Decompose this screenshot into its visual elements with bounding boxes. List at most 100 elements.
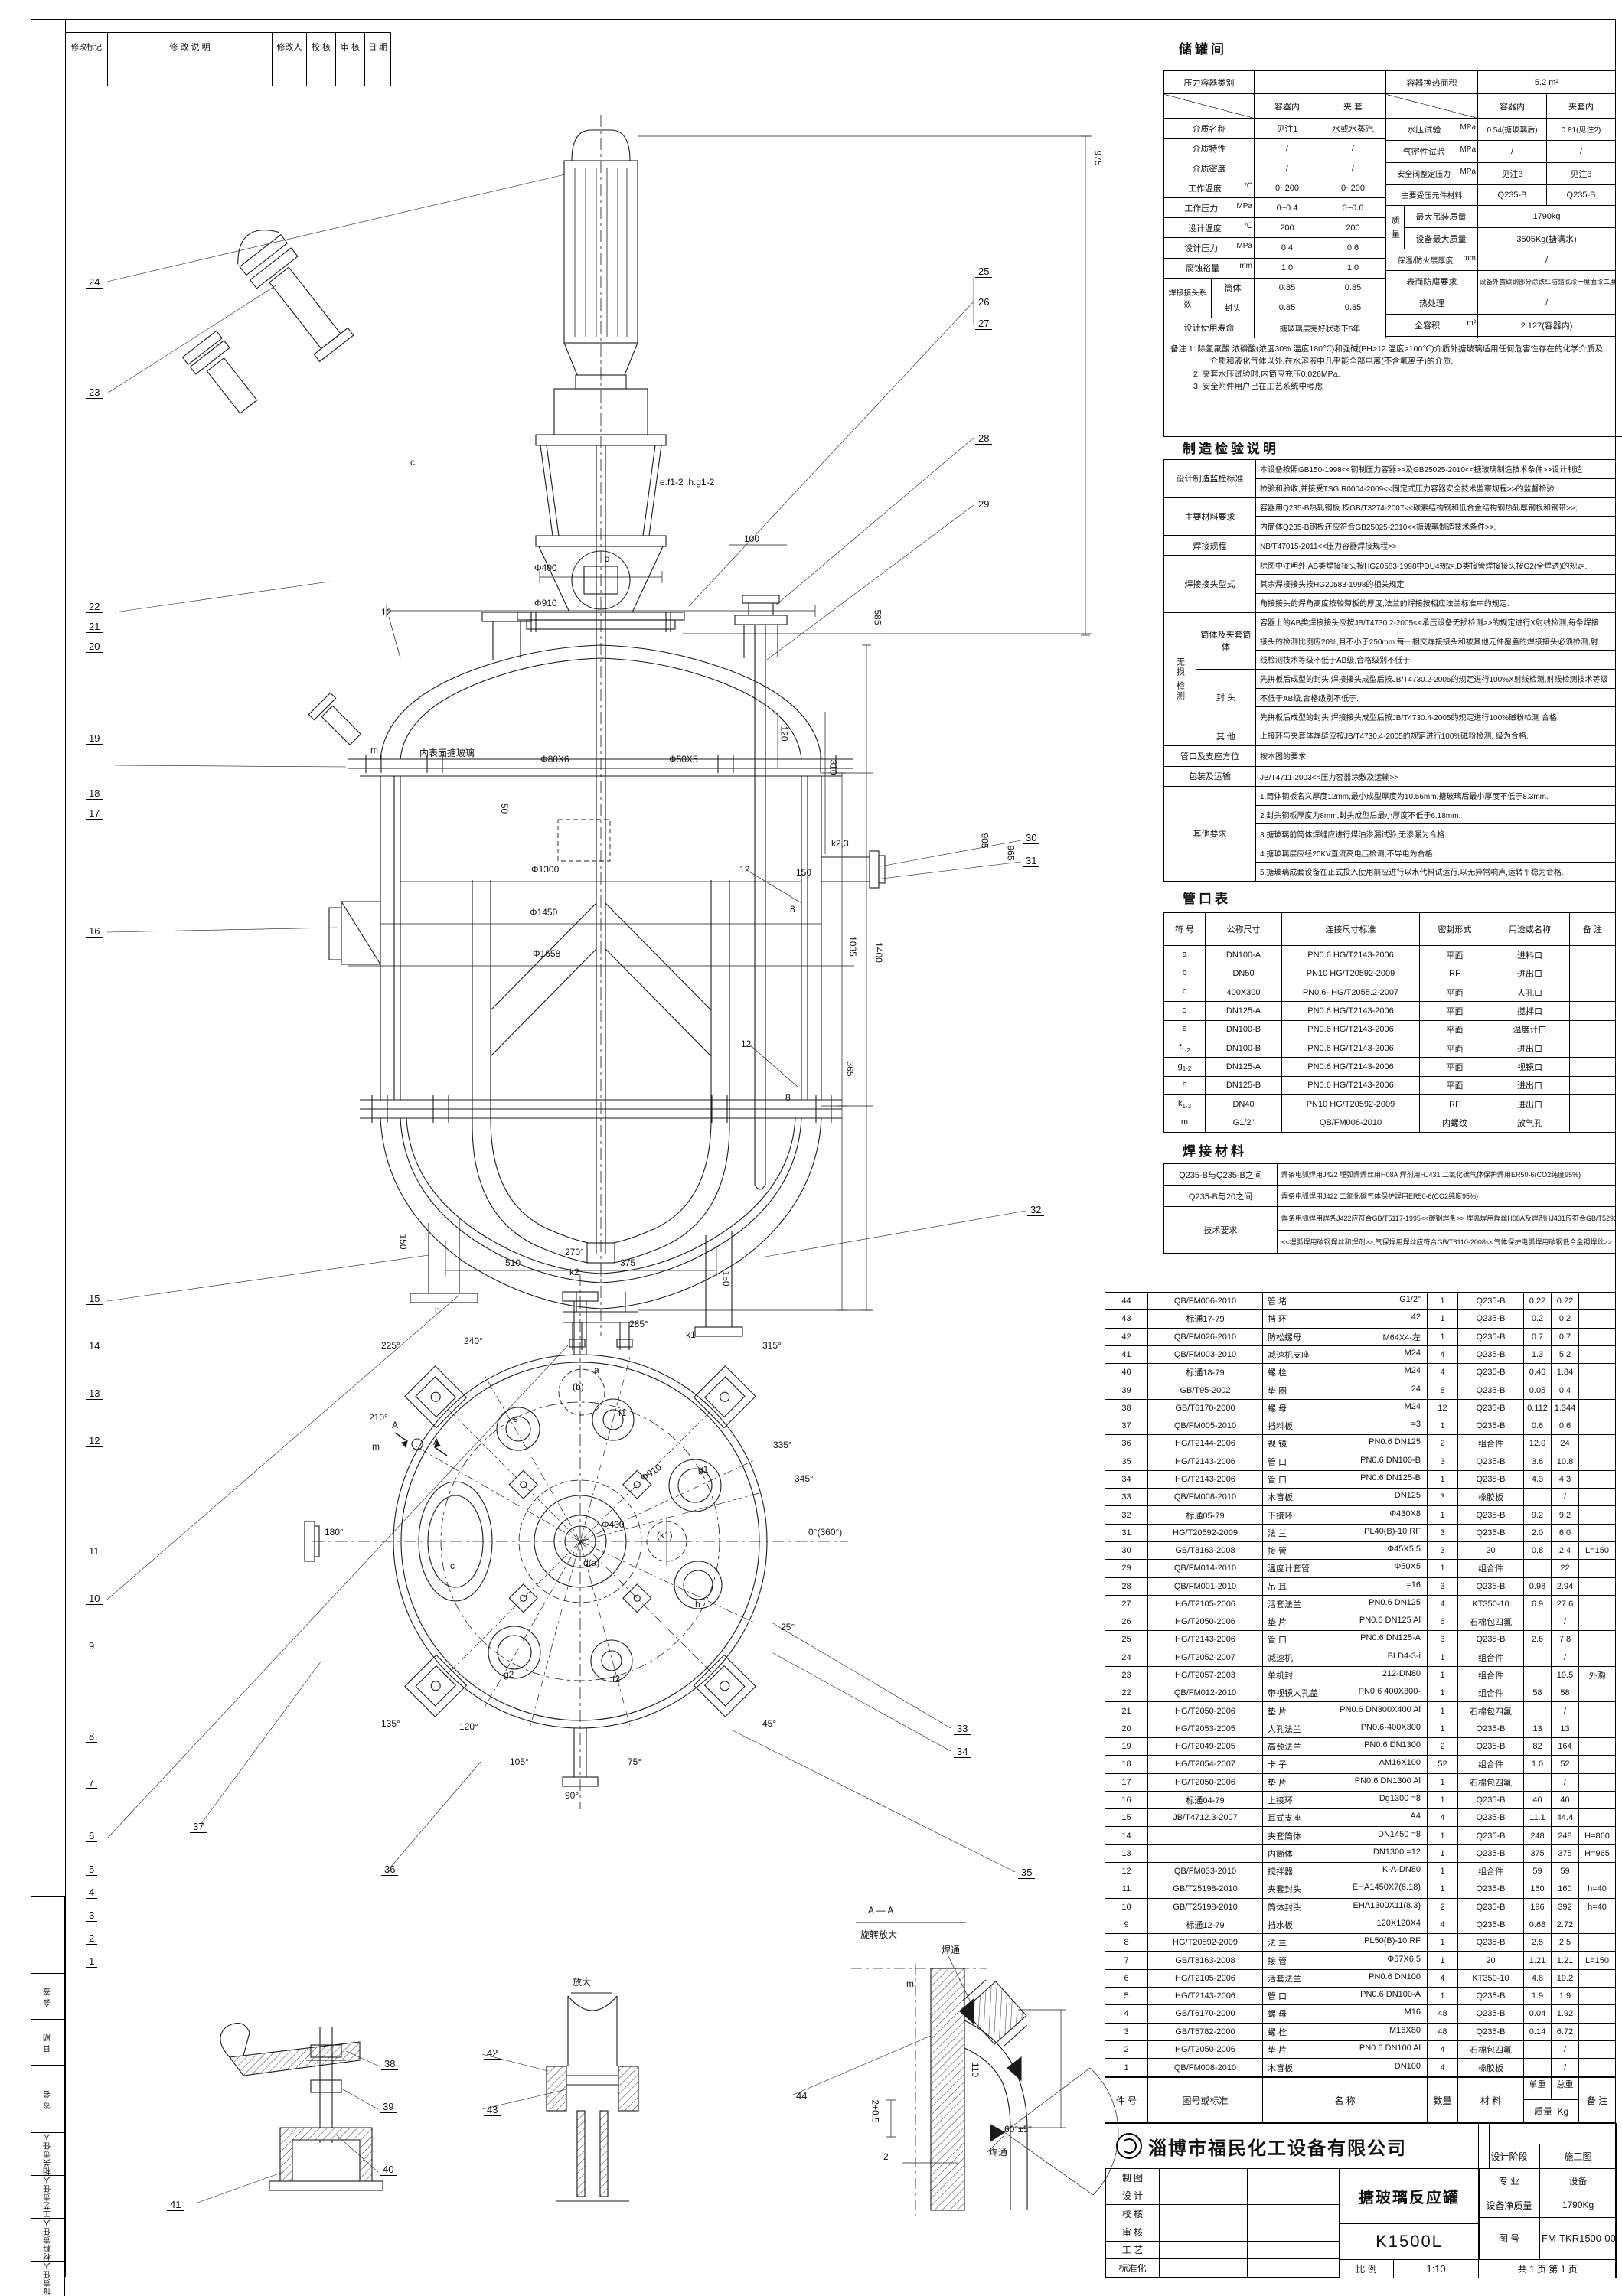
dim-label: Φ1658 — [533, 948, 561, 959]
stage-value: 施工图 — [1539, 2143, 1617, 2169]
item-balloon: 25 — [975, 266, 993, 278]
item-balloon: 8 — [86, 1731, 98, 1743]
item-balloon: 22 — [86, 602, 103, 613]
revision-table: 修改标记 修 改 说 明 修改人 校 核 审 核 日 期 — [65, 32, 391, 86]
title-block: 淄博市福民化工设备有限公司 制 图 设 计 — [1105, 2123, 1617, 2278]
dim-label: Φ1300 — [531, 864, 560, 875]
tech-notes: 备注 1: 除氢氟酸 浓磷酸(浓度30% 温度180℃)和强碱(PH>12 温度… — [1163, 338, 1622, 437]
dim-label: 110 — [970, 2062, 981, 2078]
frame-binding-line — [65, 19, 66, 2277]
note-1: 备注 1: 除氢氟酸 浓磷酸(浓度30% 温度180℃)和强碱(PH>12 温度… — [1170, 344, 1603, 354]
dim-label: c — [410, 457, 415, 468]
dim-label: Φ80X6 — [540, 754, 569, 765]
dim-label: c — [450, 1561, 455, 1571]
dim-label: 365 — [844, 1061, 856, 1077]
dim-label: 1035 — [847, 936, 858, 957]
dim-label: Φ50X5 — [669, 754, 698, 765]
dim-label: f1 — [618, 1407, 627, 1418]
dim-label: 965 — [1005, 845, 1017, 861]
weldmat-title: 焊接材料 — [1183, 1144, 1247, 1159]
dim-label: 8 — [790, 904, 795, 915]
rev-col-mark: 修改标记 — [65, 32, 108, 60]
item-balloon: 2 — [86, 1933, 98, 1945]
item-balloon: 38 — [381, 2059, 399, 2070]
titleblock-sign-row: 设 计 — [1105, 2186, 1340, 2206]
dim-label: 12 — [381, 607, 392, 618]
dim-label: m — [370, 745, 378, 755]
item-balloon: 17 — [86, 808, 103, 820]
product-model: K1500L — [1376, 2231, 1443, 2251]
dim-label: Φ910 — [534, 598, 557, 608]
dim-label: k2 — [569, 1267, 579, 1277]
dim-label: 270° — [565, 1247, 584, 1257]
page-count: 共 1 页 第 1 页 — [1478, 2258, 1617, 2278]
signoff-strip: 会 签 日 期 签 名 相关责任人 工艺责任人 材料责任人 焊接责任人 — [31, 1896, 65, 2296]
dim-label: 0°(360°) — [808, 1527, 843, 1538]
dim-label: Φ1450 — [530, 907, 558, 918]
item-balloon: 21 — [86, 621, 103, 633]
item-balloon: 16 — [86, 926, 103, 938]
detail-enlarged — [481, 1992, 932, 2202]
dim-label: 60°±5° — [1004, 2124, 1033, 2135]
dim-label: 310 — [827, 759, 839, 775]
item-balloon: 27 — [975, 318, 993, 330]
dim-label: 2 — [883, 2151, 889, 2162]
major-label: 专 业 — [1478, 2167, 1540, 2193]
nozzle-row: g1-2 DN125-A PN0.6 HG/T2143-2006 平面 视镜口 — [1163, 1057, 1616, 1077]
item-balloon: 20 — [86, 641, 103, 653]
tech-heat-value: 5.2 m² — [1477, 70, 1616, 94]
nozzle-row: c 400X300 PN0.6- HG/T2055.2-2007 平面 人孔口 — [1163, 982, 1616, 1003]
mfg-table: 设计制造监检标准本设备按照GB150-1998<<钢制压力容器>>及GB2502… — [1163, 459, 1616, 882]
dim-label: A — [392, 1420, 399, 1430]
dim-label: 135° — [381, 1718, 400, 1729]
item-balloon: 35 — [1018, 1867, 1036, 1879]
dim-label: f2 — [612, 1674, 621, 1684]
nozzle-row: b DN50 PN10 HG/T20592-2009 RF 进出口 — [1163, 964, 1616, 983]
rev-col-desc: 修 改 说 明 — [107, 32, 273, 60]
dim-label: 120° — [459, 1721, 478, 1732]
dim-label: 905 — [979, 833, 990, 849]
dim-label: 8 — [785, 1092, 791, 1103]
dim-label: 内表面搪玻璃 — [419, 748, 475, 758]
dim-label: e — [513, 1414, 518, 1424]
dim-label: m — [906, 1978, 914, 1989]
item-balloon: 1 — [86, 1956, 98, 1968]
item-balloon: 12 — [86, 1436, 103, 1447]
bom-row: 28 QB/FM001-2010 吊 耳=16 3 Q235-B 0.98 2.… — [1105, 1577, 1616, 1596]
nozzle-row: m G1/2" QB/FM006-2010 内螺纹 放气孔 — [1163, 1113, 1616, 1133]
dim-label: 975 — [1092, 150, 1104, 166]
note-2: 2: 夹套水压试验时,内筒应充压0.026MPa. — [1193, 369, 1340, 379]
dim-label: 150 — [796, 867, 812, 878]
item-balloon: 23 — [86, 387, 103, 399]
tech-col-in: 容器内 — [1254, 93, 1320, 119]
item-balloon: 34 — [954, 1746, 971, 1758]
dim-label: 285° — [629, 1319, 648, 1329]
dim-label: 25° — [781, 1622, 795, 1632]
dim-label: 2+0.5 — [870, 2099, 881, 2123]
nz-h-std: 连接尺寸标准 — [1281, 912, 1420, 947]
item-balloon: 31 — [1023, 856, 1040, 867]
dim-label: a — [594, 1365, 599, 1375]
